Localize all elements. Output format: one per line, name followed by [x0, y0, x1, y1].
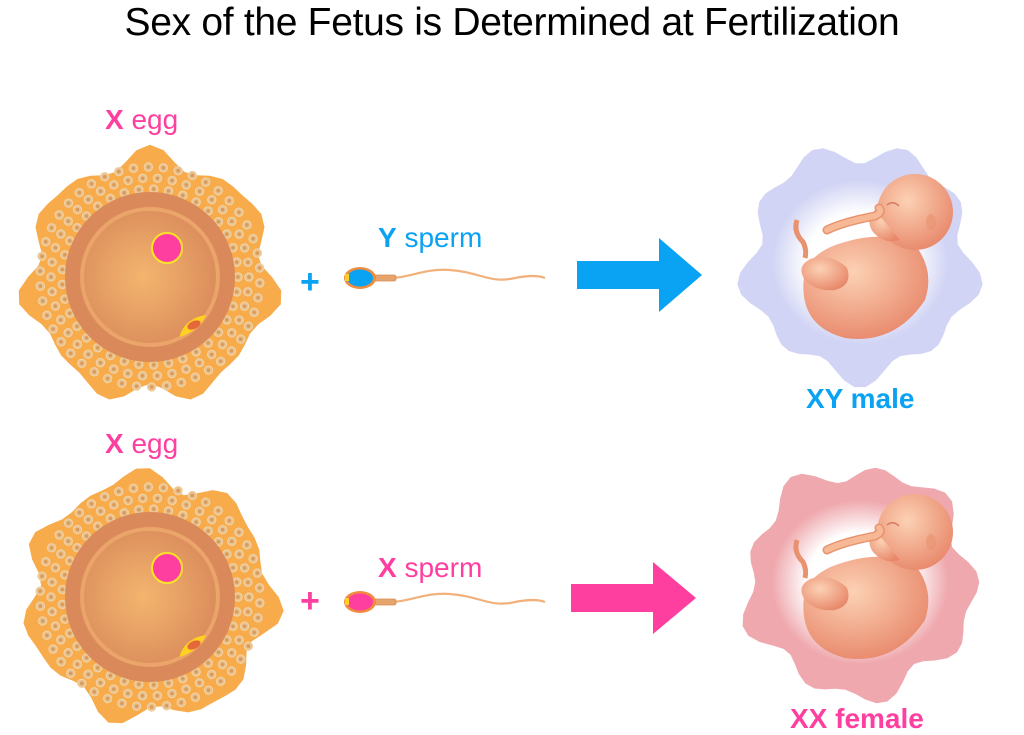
fetus-female — [742, 467, 980, 704]
egg-text: egg — [131, 428, 179, 459]
result-sex: female — [835, 703, 924, 734]
fetus-head — [877, 174, 953, 250]
sperm-row1 — [344, 267, 546, 289]
egg-label-row2: X egg — [105, 428, 178, 460]
plus-sign-row1: + — [300, 263, 320, 301]
sperm-text: sperm — [404, 222, 483, 253]
result-sex: male — [850, 383, 915, 414]
fetus-head — [877, 494, 953, 570]
sperm-text: sperm — [404, 552, 483, 583]
egg-text: egg — [131, 104, 179, 135]
arrow-row2 — [571, 562, 696, 634]
result-chromosomes: XY — [806, 383, 843, 414]
page-title: Sex of the Fetus is Determined at Fertil… — [124, 1, 900, 44]
plus-sign-row2: + — [300, 582, 320, 620]
result-label-male: XY male — [806, 383, 914, 415]
sperm-label-row1: Y sperm — [378, 222, 482, 254]
nucleus — [151, 232, 183, 264]
egg-cell-row1 — [18, 144, 282, 400]
sperm-row2 — [344, 591, 546, 613]
sperm-chromosome: X — [378, 552, 397, 583]
egg-chromosome: X — [105, 428, 124, 459]
egg-label-row1: X egg — [105, 104, 178, 136]
sperm-chromosome: Y — [378, 222, 397, 253]
egg-cell-row2 — [23, 468, 284, 724]
sperm-label-row2: X sperm — [378, 552, 482, 584]
fetus-male — [737, 148, 983, 388]
result-label-female: XX female — [790, 703, 924, 735]
arrow-row1 — [577, 238, 702, 312]
egg-chromosome: X — [105, 104, 124, 135]
nucleus — [151, 552, 183, 584]
result-chromosomes: XX — [790, 703, 828, 734]
